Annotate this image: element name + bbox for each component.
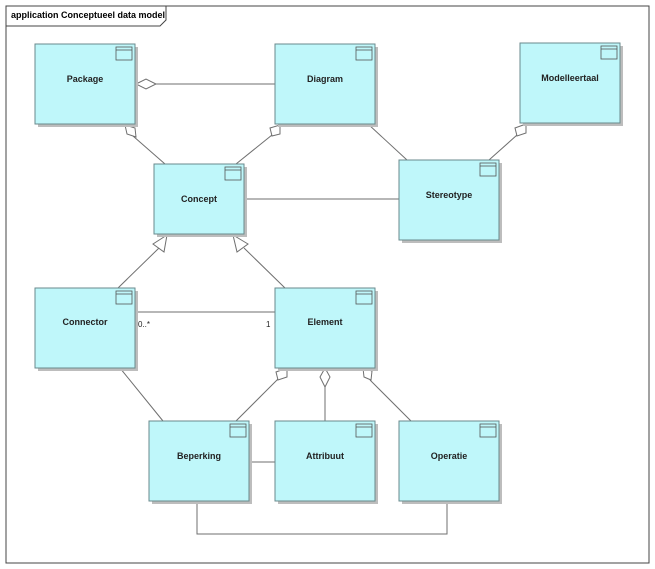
class-concept[interactable]: Concept [153,163,247,237]
class-icon [224,166,242,181]
element-beperking-link[interactable] [235,378,279,422]
class-name: Connector [63,317,108,327]
diagram-concept-link[interactable] [235,134,273,165]
connector-generalization-line[interactable] [117,247,160,289]
package-diagram-diamond [134,78,158,90]
class-stereotype[interactable]: Stereotype [398,159,502,243]
class-name: Attribuut [306,451,344,461]
class-icon [115,46,133,61]
class-diagram[interactable]: Diagram [274,43,378,127]
class-name: Operatie [431,451,468,461]
class-icon [355,46,373,61]
class-beperking[interactable]: Beperking [148,420,252,504]
frame-title-tab [5,5,167,27]
class-icon [115,290,133,305]
class-icon [355,290,373,305]
element-generalization-line[interactable] [243,247,286,289]
connector-generalization-arrowhead [152,233,168,253]
class-connector[interactable]: Connector [34,287,138,371]
class-name: Beperking [177,451,221,461]
generalization-arrows [152,233,249,253]
element-attribuut-diamond [319,366,331,389]
class-name: Package [67,74,104,84]
diagram-title: application Conceptueel data model [11,10,165,20]
element-generalization-arrowhead [232,233,249,253]
modelleertaal-stereotype-diamond [514,123,527,137]
class-icon [600,45,618,60]
class-name: Element [307,317,342,327]
class-operatie[interactable]: Operatie [398,420,502,504]
class-name: Diagram [307,74,343,84]
class-element[interactable]: Element [274,287,378,371]
class-modelleertaal[interactable]: Modelleertaal [519,42,623,126]
diagram-concept-diamond [269,124,281,137]
class-name: Modelleertaal [541,73,599,83]
element-operatie-link[interactable] [369,379,412,422]
package-concept-link[interactable] [132,135,166,165]
connectors [117,83,518,535]
connector-multiplicity: 0..* [138,320,150,329]
diagram-stereotype-link[interactable] [367,123,408,161]
class-icon [479,162,497,177]
beperking-operatie-link[interactable] [196,501,448,535]
class-attribuut[interactable]: Attribuut [274,420,378,504]
class-name: Stereotype [426,190,473,200]
class-package[interactable]: Package [34,43,138,127]
element-multiplicity: 1 [266,320,271,329]
class-icon [229,423,247,438]
modelleertaal-stereotype-link[interactable] [488,134,518,161]
connector-beperking-link[interactable] [119,367,164,422]
class-icon [355,423,373,438]
class-icon [479,423,497,438]
class-name: Concept [181,194,217,204]
